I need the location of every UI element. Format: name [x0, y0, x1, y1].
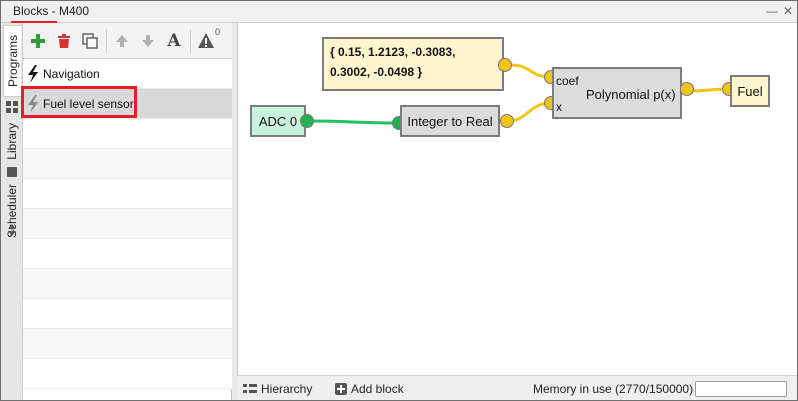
poly-output-port[interactable]: [680, 82, 694, 96]
polynomial-block[interactable]: coef x Polynomial p(x): [552, 67, 682, 119]
adc-output-port[interactable]: [300, 114, 314, 128]
list-item-empty: [23, 329, 232, 359]
list-item-empty: [23, 269, 232, 299]
close-icon[interactable]: ✕: [782, 4, 794, 18]
add-icon[interactable]: [27, 30, 49, 52]
add-block-label: Add block: [351, 382, 404, 396]
adc-label: ADC 0: [258, 113, 298, 129]
const-line-1: { 0.15, 1.2123, -0.3083,: [330, 45, 456, 59]
book-icon: [3, 163, 21, 181]
int-output-port[interactable]: [500, 114, 514, 128]
list-item-empty: [23, 149, 232, 179]
text-format-icon[interactable]: A: [167, 31, 181, 51]
adc-input-block[interactable]: ADC 0: [250, 105, 306, 137]
block-canvas[interactable]: { 0.15, 1.2123, -0.3083, 0.3002, -0.0498…: [237, 23, 797, 375]
title-bar: Blocks - M400 — ✕: [1, 1, 797, 24]
arrows-icon: [3, 223, 21, 237]
const-line-2: 0.3002, -0.0498 }: [330, 65, 423, 79]
fuel-output-block[interactable]: Fuel: [730, 75, 770, 107]
list-item-empty: [23, 119, 232, 149]
polynomial-label: Polynomial p(x): [586, 87, 676, 102]
wire-adc-to-int: [311, 119, 399, 125]
tab-programs-label: Programs: [5, 34, 20, 87]
tab-library[interactable]: Library: [3, 119, 21, 163]
lightning-icon: [26, 65, 40, 86]
tab-library-label: Library: [5, 122, 19, 160]
x-port-label: x: [556, 100, 562, 114]
list-item-empty: [23, 179, 232, 209]
lightning-gray-icon: [26, 95, 40, 116]
const-output-port[interactable]: [498, 58, 512, 72]
tab-programs[interactable]: Programs: [3, 25, 21, 97]
list-item-navigation[interactable]: Navigation: [23, 59, 232, 89]
warning-icon[interactable]: [197, 30, 219, 52]
hierarchy-icon: [243, 384, 257, 393]
status-bar: Hierarchy Add block Memory in use (2770/…: [237, 375, 797, 400]
add-block-icon: [335, 383, 347, 395]
list-item-empty: [23, 209, 232, 239]
selection-highlight: [21, 86, 137, 118]
memory-label: Memory in use (2770/150000): [533, 382, 694, 396]
minimize-icon[interactable]: —: [766, 4, 778, 18]
list-item-label: Fuel level sensor: [43, 97, 134, 111]
trash-icon[interactable]: [53, 30, 75, 52]
toolbar-divider: [190, 29, 191, 53]
list-item-empty: [23, 359, 232, 389]
memory-usage: Memory in use (2770/150000): [533, 382, 693, 396]
title-accent: [11, 21, 57, 24]
programs-toolbar: A 0: [23, 23, 232, 59]
hierarchy-label: Hierarchy: [261, 382, 313, 396]
coef-port-label: coef: [556, 74, 579, 88]
toolbar-divider: [106, 29, 107, 53]
arrow-down-icon[interactable]: [137, 30, 159, 52]
side-tab-strip: Programs Library Scheduler: [1, 23, 23, 400]
list-item-fuel-level-sensor[interactable]: Fuel level sensor: [23, 89, 232, 119]
programs-list: Navigation Fuel level sensor: [23, 59, 232, 389]
list-item-empty: [23, 239, 232, 269]
fuel-label: Fuel: [737, 83, 763, 99]
list-item-empty: [23, 299, 232, 329]
window-title: Blocks - M400: [13, 4, 90, 18]
programs-panel: A 0 Navigation Fuel level sensor: [21, 23, 232, 400]
hierarchy-button[interactable]: Hierarchy: [243, 382, 312, 396]
list-item-label: Navigation: [43, 67, 100, 81]
warning-count-badge: 0: [215, 27, 221, 37]
copy-icon[interactable]: [79, 30, 101, 52]
integer-to-real-block[interactable]: Integer to Real: [400, 105, 500, 137]
grid-icon: [3, 97, 21, 117]
int-real-label: Integer to Real: [407, 113, 493, 129]
add-block-button[interactable]: Add block: [335, 382, 404, 396]
arrow-up-icon[interactable]: [111, 30, 133, 52]
constant-coefficients-block[interactable]: { 0.15, 1.2123, -0.3083, 0.3002, -0.0498…: [322, 37, 504, 91]
memory-progress-bar: [695, 381, 787, 397]
